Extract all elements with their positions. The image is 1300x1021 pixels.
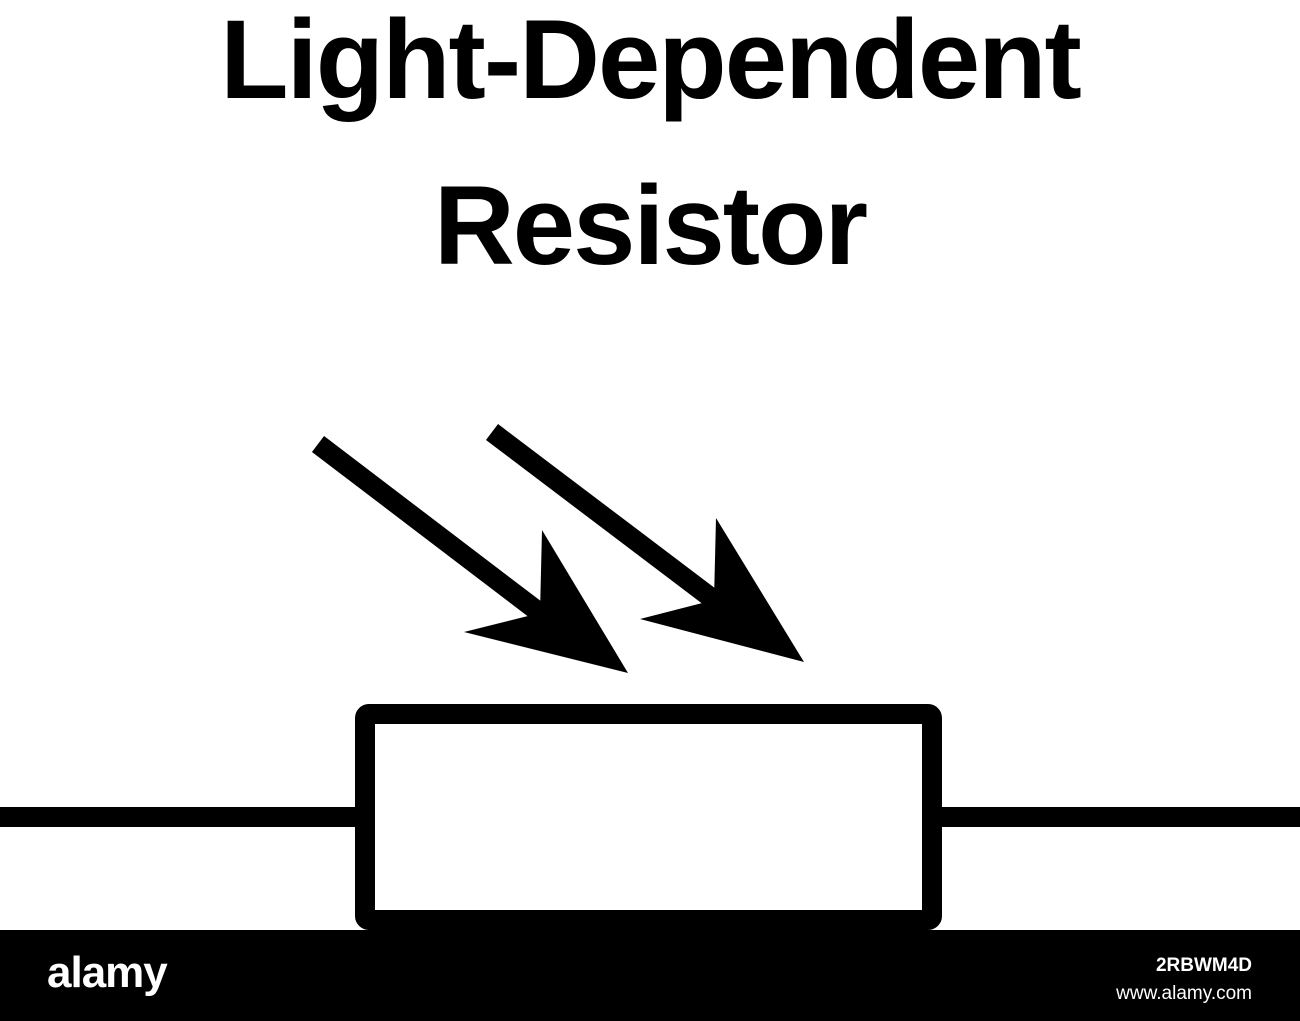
resistor-body [355,704,942,930]
watermark-url: www.alamy.com [1116,983,1252,1004]
light-arrow-2-head [640,518,804,662]
title-line-2: Resistor [433,163,868,288]
light-arrow-2 [485,424,804,662]
light-arrow-1-head [464,530,628,673]
title-line-1: Light-Dependent [220,0,1082,122]
watermark-brand-logo: alamy [47,948,168,997]
light-arrow-1 [311,436,628,673]
watermark-bar [0,930,1300,1021]
watermark-image-id: 2RBWM4D [1155,955,1252,976]
light-arrow-2-shaft [485,424,721,608]
light-arrow-1-shaft [311,436,547,621]
ldr-circuit-symbol [0,424,1300,930]
